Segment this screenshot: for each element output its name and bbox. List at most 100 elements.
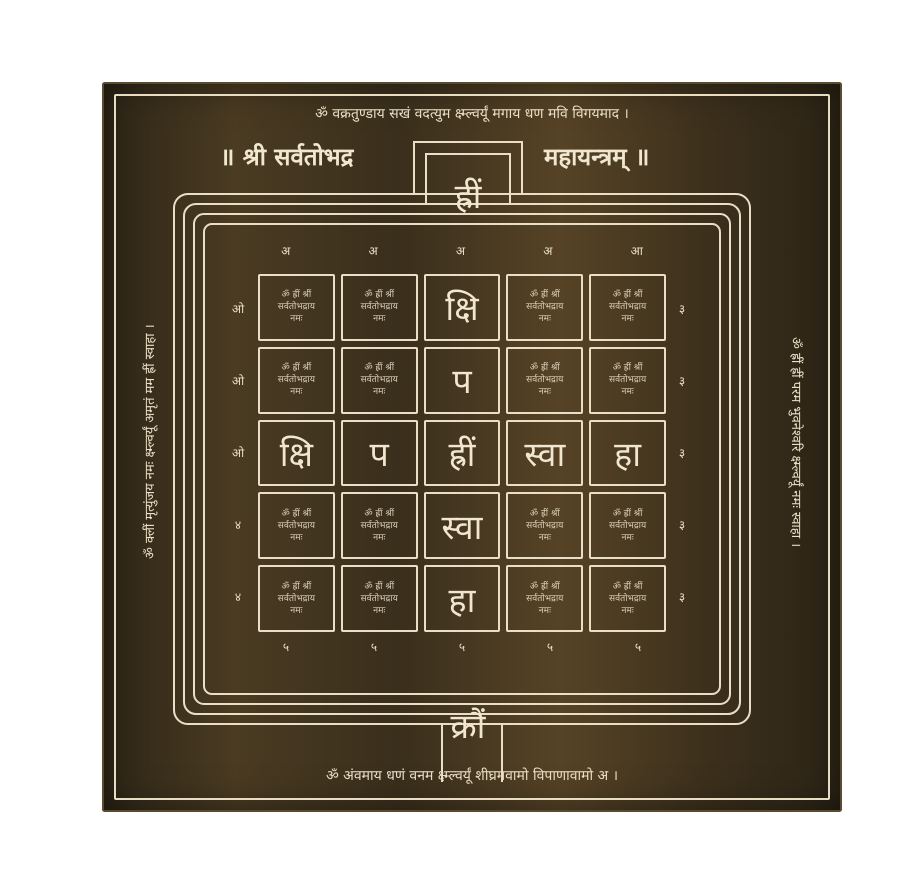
cell-mantra-line: सर्वतोभद्राय — [608, 593, 647, 604]
cell-mantra-line: सर्वतोभद्राय — [360, 593, 398, 604]
cell-mantra-line: सर्वतोभद्राय — [277, 520, 315, 531]
grid-cell-center: ह्रीं — [423, 419, 501, 487]
bottom-inscription: ॐ अंवमाय धणं वनम क्ष्म्ल्वर्यूं शीघ्रमवा… — [325, 768, 619, 784]
edge-marker: ओ — [231, 373, 245, 388]
cell-mantra-line: ॐ ह्रीं श्रीं — [281, 508, 312, 519]
grid-cell-syllable: स्वा — [423, 492, 501, 560]
cell-mantra-line: सर्वतोभद्राय — [277, 375, 315, 386]
edge-marker: ३ — [678, 373, 686, 388]
cell-mantra-line: नमः — [373, 314, 386, 325]
frame-4 — [203, 223, 721, 695]
cell-syllable: हा — [448, 580, 476, 621]
edge-marker: ओ — [231, 445, 245, 460]
cell-mantra-line: नमः — [290, 605, 303, 616]
cell-mantra-line: नमः — [373, 532, 386, 543]
grid-cell-syllable: स्वा — [506, 419, 584, 487]
cell-mantra-line: सर्वतोभद्राय — [360, 520, 398, 531]
cell-syllable: ह्रीं — [448, 434, 476, 475]
top-gate-outer — [413, 141, 523, 194]
edge-marker: ४ — [234, 517, 242, 532]
cell-mantra-line: ॐ ह्रीं श्रीं — [364, 508, 395, 519]
cell-mantra-line: नमः — [538, 387, 551, 398]
cell-mantra-line: सर्वतोभद्राय — [608, 375, 647, 386]
grid-cell-syllable: प — [340, 419, 418, 487]
cell-mantra-line: ॐ ह्रीं श्रीं — [612, 290, 643, 301]
frame-3 — [193, 213, 731, 705]
cell-syllable: क्षि — [279, 434, 313, 475]
cell-mantra-line: ॐ ह्रीं श्रीं — [529, 363, 560, 374]
frame-1 — [173, 193, 751, 725]
cell-mantra-line: ॐ ह्रीं श्रीं — [364, 581, 395, 592]
edge-marker: ५ — [370, 640, 378, 654]
cell-mantra-line: नमः — [373, 605, 386, 616]
edge-marker: ओ — [231, 301, 245, 316]
edge-marker: ४ — [234, 589, 242, 604]
cell-syllable: हा — [614, 434, 642, 475]
cell-mantra-line: सर्वतोभद्राय — [526, 593, 564, 604]
cell-mantra-line: ॐ ह्रीं श्रीं — [281, 581, 312, 592]
cell-mantra-line: ॐ ह्रीं श्रीं — [364, 363, 395, 374]
cell-mantra-line: नमः — [538, 605, 551, 616]
edge-markers-right: ३ ३ ३ ३ ३ — [672, 272, 692, 632]
cell-mantra-line: ॐ ह्रीं श्रीं — [612, 581, 643, 592]
cell-mantra-line: ॐ ह्रीं श्रीं — [612, 508, 643, 519]
edge-marker: ५ — [458, 640, 466, 654]
seed-syllable-bottom: क्रौं — [450, 707, 486, 747]
cell-syllable: स्वा — [524, 434, 566, 475]
edge-marker: ३ — [678, 517, 686, 532]
cell-mantra-line: ॐ ह्रीं श्रीं — [529, 508, 560, 519]
cell-mantra-line: नमः — [290, 314, 303, 325]
cell-mantra-line: नमः — [373, 387, 386, 398]
grid-cell-syllable: क्षि — [423, 274, 501, 341]
cell-mantra-line: ॐ ह्रीं श्रीं — [281, 290, 312, 301]
grid-cell-syllable: हा — [423, 565, 501, 632]
edge-marker: आ — [630, 244, 643, 258]
cell-mantra-line: ॐ ह्रीं श्रीं — [612, 363, 643, 374]
edge-marker: अ — [455, 244, 466, 258]
cell-mantra-line: नमः — [621, 387, 634, 398]
cell-mantra-line: सर्वतोभद्राय — [526, 375, 564, 386]
cell-mantra-line: ॐ ह्रीं श्रीं — [529, 581, 560, 592]
top-gate-inner — [425, 153, 511, 204]
edge-markers-bottom: ५ ५ ५ ५ ५ — [242, 638, 682, 658]
cell-mantra-line: नमः — [290, 532, 303, 543]
cell-mantra-line: नमः — [621, 532, 634, 543]
grid-cell-syllable: क्षि — [258, 419, 335, 487]
grid-cell-syllable: हा — [589, 419, 666, 487]
yantra-plate: ॐ वक्रतुण्डाय सखं वदत्युम क्ष्म्ल्वर्यूं… — [102, 82, 842, 812]
cell-mantra-line: नमः — [290, 387, 303, 398]
cell-syllable: प — [452, 362, 472, 403]
edge-markers-top: अ अ अ अ आ — [242, 242, 682, 262]
cell-mantra-line: नमः — [538, 314, 551, 325]
grid-cell-syllable: प — [423, 346, 501, 414]
top-inscription: ॐ वक्रतुण्डाय सखं वदत्युम क्ष्म्ल्वर्यूं… — [315, 106, 629, 122]
cell-mantra-line: सर्वतोभद्राय — [277, 593, 315, 604]
edge-marker: ३ — [678, 445, 686, 460]
seed-syllable-top: ह्रीं — [454, 177, 482, 217]
cell-syllable: क्षि — [445, 289, 479, 330]
edge-marker: अ — [281, 244, 291, 258]
edge-marker: ३ — [678, 589, 686, 604]
outer-border — [114, 94, 830, 800]
title-right: महायन्त्रम् ॥ — [544, 142, 650, 171]
cell-mantra-line: सर्वतोभद्राय — [526, 520, 564, 531]
cell-mantra-line: नमः — [538, 532, 551, 543]
cell-mantra-line: ॐ ह्रीं श्रीं — [529, 290, 560, 301]
edge-marker: अ — [543, 244, 553, 258]
cell-mantra-line: नमः — [621, 314, 634, 325]
